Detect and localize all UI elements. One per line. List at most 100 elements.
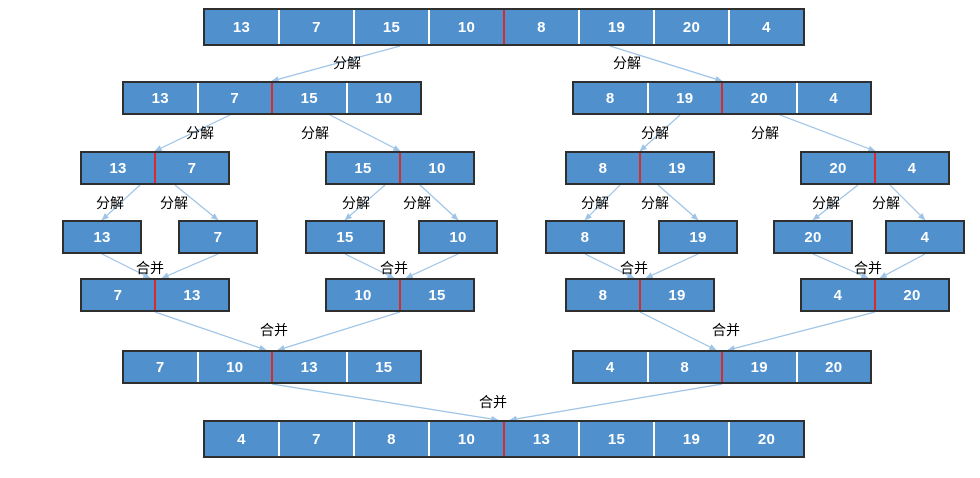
array-box: 4 — [885, 220, 965, 254]
operation-label: 分解 — [96, 196, 124, 212]
array-cell: 10 — [375, 89, 393, 107]
connector-arrow — [879, 253, 926, 279]
operation-label: 分解 — [812, 196, 840, 212]
array-cell: 13 — [82, 153, 156, 183]
array-cell: 10 — [428, 159, 446, 177]
array-cell: 10 — [449, 228, 467, 246]
array-box: 8 19 — [565, 151, 715, 185]
operation-label: 合并 — [620, 261, 648, 277]
array-cell: 15 — [428, 286, 446, 304]
array-cell: 15 — [375, 358, 393, 376]
array-cell: 20 — [757, 430, 776, 448]
array-box: 7 — [178, 220, 258, 254]
array-cell: 8 — [567, 280, 641, 310]
array-cell: 20 — [802, 153, 876, 183]
operation-label: 分解 — [301, 126, 329, 142]
operation-label: 分解 — [403, 196, 431, 212]
array-box: 7 13 — [80, 278, 230, 312]
array-box: 10 — [418, 220, 498, 254]
connector-arrow — [509, 383, 723, 422]
operation-label: 合并 — [136, 261, 164, 277]
operation-label: 分解 — [751, 126, 779, 142]
array-cell: 19 — [668, 286, 686, 304]
array-box: 13 — [62, 220, 142, 254]
array-cell: 4 — [920, 228, 930, 246]
array-cell: 13 — [93, 228, 111, 246]
array-cell: 7 — [124, 352, 199, 382]
array-box: 19 — [658, 220, 738, 254]
operation-label: 分解 — [186, 126, 214, 142]
array-cell: 4 — [829, 89, 839, 107]
array-cell: 4 — [802, 280, 876, 310]
array-cell: 13 — [273, 352, 348, 382]
operation-label: 分解 — [641, 126, 669, 142]
array-cell: 8 — [580, 228, 590, 246]
connector-arrow — [645, 253, 699, 279]
operation-label: 分解 — [581, 196, 609, 212]
operation-label: 合并 — [260, 323, 288, 339]
array-box: 4 20 — [800, 278, 950, 312]
array-box: 13 7 — [80, 151, 230, 185]
connector-arrow — [329, 114, 401, 152]
array-cell: 4 — [574, 352, 649, 382]
connector-arrow — [277, 311, 401, 351]
connector-arrow — [639, 311, 717, 351]
array-box: 8 19 — [565, 278, 715, 312]
array-cell: 8 — [355, 422, 430, 456]
array-box: 20 — [773, 220, 853, 254]
operation-label: 合并 — [479, 395, 507, 411]
array-cell: 7 — [213, 228, 223, 246]
array-cell: 15 — [273, 83, 348, 113]
array-cell: 13 — [124, 83, 199, 113]
connector-arrow — [271, 383, 499, 423]
array-cell: 7 — [187, 159, 197, 177]
connector-arrow — [154, 311, 267, 351]
array-box: 15 — [305, 220, 385, 254]
array-cell: 8 — [649, 352, 723, 382]
operation-label: 合并 — [854, 261, 882, 277]
connector-arrow — [161, 253, 219, 279]
array-cell: 19 — [649, 83, 723, 113]
operation-label: 合并 — [380, 261, 408, 277]
array-cell: 10 — [199, 352, 273, 382]
array-cell: 15 — [580, 422, 655, 456]
array-cell: 19 — [580, 10, 655, 44]
operation-label: 分解 — [333, 56, 361, 72]
array-cell: 15 — [327, 153, 401, 183]
array-cell: 8 — [574, 83, 649, 113]
array-cell: 19 — [723, 352, 798, 382]
operation-label: 分解 — [872, 196, 900, 212]
array-cell: 10 — [430, 422, 505, 456]
array-cell: 13 — [205, 10, 280, 44]
connector-arrow — [727, 311, 876, 352]
array-cell: 7 — [280, 10, 355, 44]
array-cell: 7 — [82, 280, 156, 310]
array-cell: 10 — [327, 280, 401, 310]
operation-label: 分解 — [160, 196, 188, 212]
array-cell: 20 — [903, 286, 921, 304]
array-cell: 4 — [762, 18, 771, 36]
array-cell: 20 — [804, 228, 822, 246]
array-cell: 19 — [668, 159, 686, 177]
operation-label: 分解 — [342, 196, 370, 212]
array-cell: 7 — [280, 422, 355, 456]
array-cell: 20 — [825, 358, 843, 376]
array-cell: 8 — [567, 153, 641, 183]
array-cell: 19 — [689, 228, 707, 246]
array-cell: 19 — [655, 422, 730, 456]
array-cell: 15 — [336, 228, 354, 246]
array-cell: 7 — [199, 83, 273, 113]
operation-label: 分解 — [641, 196, 669, 212]
array-cell: 4 — [205, 422, 280, 456]
array-cell: 8 — [505, 10, 580, 44]
array-cell: 13 — [183, 286, 201, 304]
connector-arrow — [405, 253, 459, 279]
